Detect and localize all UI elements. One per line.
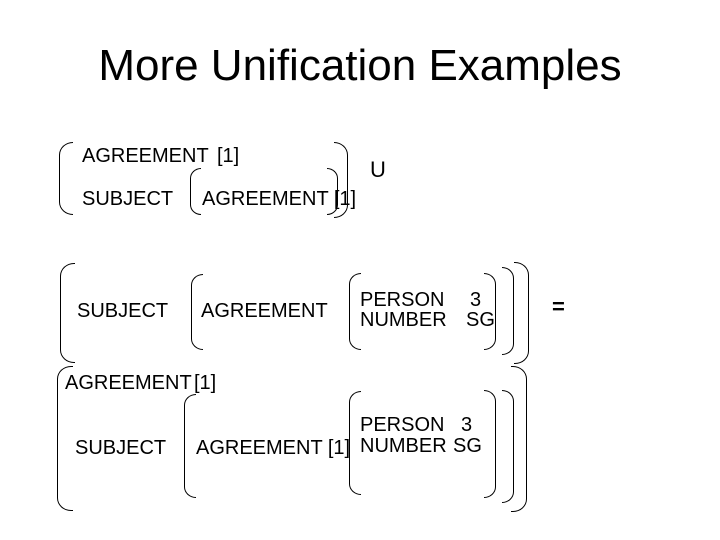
avm3-person-value: 3 (461, 414, 473, 436)
avm1-agreement-label: AGREEMENT (82, 145, 209, 167)
avm2-subject-label: SUBJECT (77, 300, 169, 322)
avm3-outer-right-bracket (511, 366, 527, 512)
avm2-agreement-label: AGREEMENT (201, 300, 328, 322)
avm1-inner-left-bracket (190, 168, 201, 215)
avm2-number-value: SG (466, 309, 495, 331)
avm2-number-label: NUMBER (360, 309, 447, 331)
avm2-outer-left-bracket (60, 263, 75, 363)
avm2-outer-right-bracket (514, 262, 529, 364)
equals-operator: = (552, 294, 565, 319)
avm1-inner-right-bracket (327, 168, 338, 215)
avm2-mid-right-bracket (502, 267, 514, 355)
avm3-agr-right-bracket (484, 390, 496, 498)
avm3-person-label: PERSON (360, 414, 445, 436)
avm1-agreement-tag: [1] (217, 145, 240, 167)
unification-operator: U (370, 157, 386, 182)
avm3-mid-left-bracket (184, 394, 196, 498)
slide-title: More Unification Examples (98, 41, 622, 90)
avm3-subject-value: AGREEMENT [1] (196, 437, 351, 459)
avm3-number-label: NUMBER (360, 435, 447, 457)
avm2-person-value: 3 (470, 289, 482, 311)
avm1-subject-label: SUBJECT (82, 188, 174, 210)
avm3-number-value: SG (453, 435, 482, 457)
avm3-subject-label: SUBJECT (75, 437, 167, 459)
avm3-agreement-tag: [1] (194, 372, 217, 394)
avm3-agreement-label: AGREEMENT (65, 372, 192, 394)
avm1-outer-left-bracket (59, 142, 73, 215)
avm2-agr-right-bracket (484, 273, 496, 350)
avm1-subject-value: AGREEMENT [1] (202, 188, 357, 210)
avm2-person-label: PERSON (360, 289, 445, 311)
